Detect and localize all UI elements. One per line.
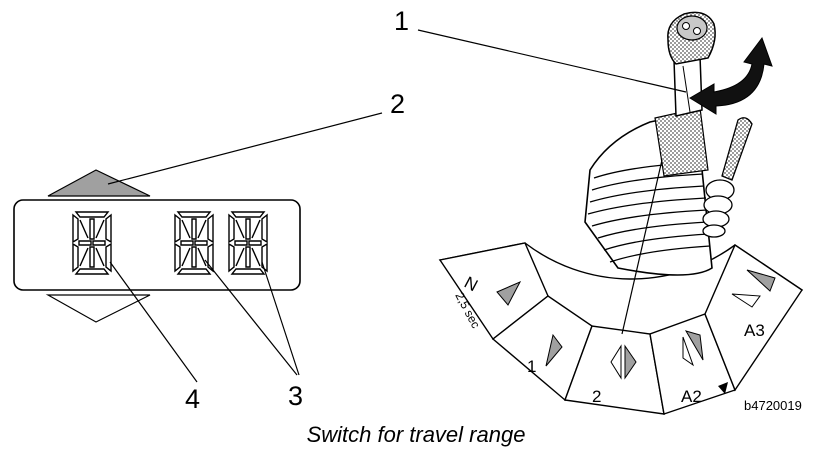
segment-auto-3: A3 bbox=[704, 243, 803, 392]
auto3-arrow-left-icon bbox=[731, 293, 761, 308]
gear2-arrow-right-icon bbox=[624, 344, 637, 380]
auto3-label: A3 bbox=[744, 321, 765, 340]
figure-code: b4720019 bbox=[744, 398, 802, 413]
lever-boot bbox=[584, 107, 713, 276]
callout-1: 1 bbox=[394, 6, 409, 36]
segment-neutral: N 2,5 sec bbox=[438, 242, 549, 341]
figure-caption: Switch for travel range bbox=[306, 422, 526, 447]
segment-digit-right bbox=[228, 211, 268, 275]
side-lever bbox=[702, 117, 753, 238]
segment-auto-2: A2 bbox=[649, 313, 736, 415]
callout-3: 3 bbox=[288, 381, 303, 411]
neutral-arrow-icon bbox=[496, 280, 522, 306]
leader-line-2 bbox=[107, 112, 383, 185]
leader-line-3a bbox=[204, 259, 298, 376]
auto2-arrow-right-icon bbox=[684, 330, 704, 361]
up-arrow-icon bbox=[47, 169, 151, 197]
segment-digit-middle bbox=[174, 211, 214, 275]
callout-4: 4 bbox=[185, 384, 200, 414]
gear1-arrow-icon bbox=[545, 333, 563, 367]
leader-line-lever-dial bbox=[621, 159, 663, 335]
auto2-arrow-left-icon bbox=[682, 336, 694, 367]
gear2-arrow-left-icon bbox=[610, 344, 622, 380]
gear2-label: 2 bbox=[592, 387, 601, 406]
auto2-indicator-icon bbox=[718, 382, 728, 394]
leader-line-4 bbox=[109, 261, 198, 383]
leader-line-1 bbox=[417, 29, 687, 93]
segment-digit-left bbox=[72, 211, 112, 275]
auto2-label: A2 bbox=[681, 387, 702, 406]
callout-2: 2 bbox=[390, 89, 405, 119]
leader-line-3b bbox=[261, 261, 300, 376]
gear1-label: 1 bbox=[527, 357, 536, 376]
lever-handle bbox=[667, 11, 716, 117]
auto3-arrow-right-icon bbox=[746, 269, 776, 292]
display-panel: 2 4 3 bbox=[13, 89, 405, 414]
direction-arrow-icon bbox=[689, 36, 773, 115]
down-arrow-icon bbox=[45, 294, 151, 323]
